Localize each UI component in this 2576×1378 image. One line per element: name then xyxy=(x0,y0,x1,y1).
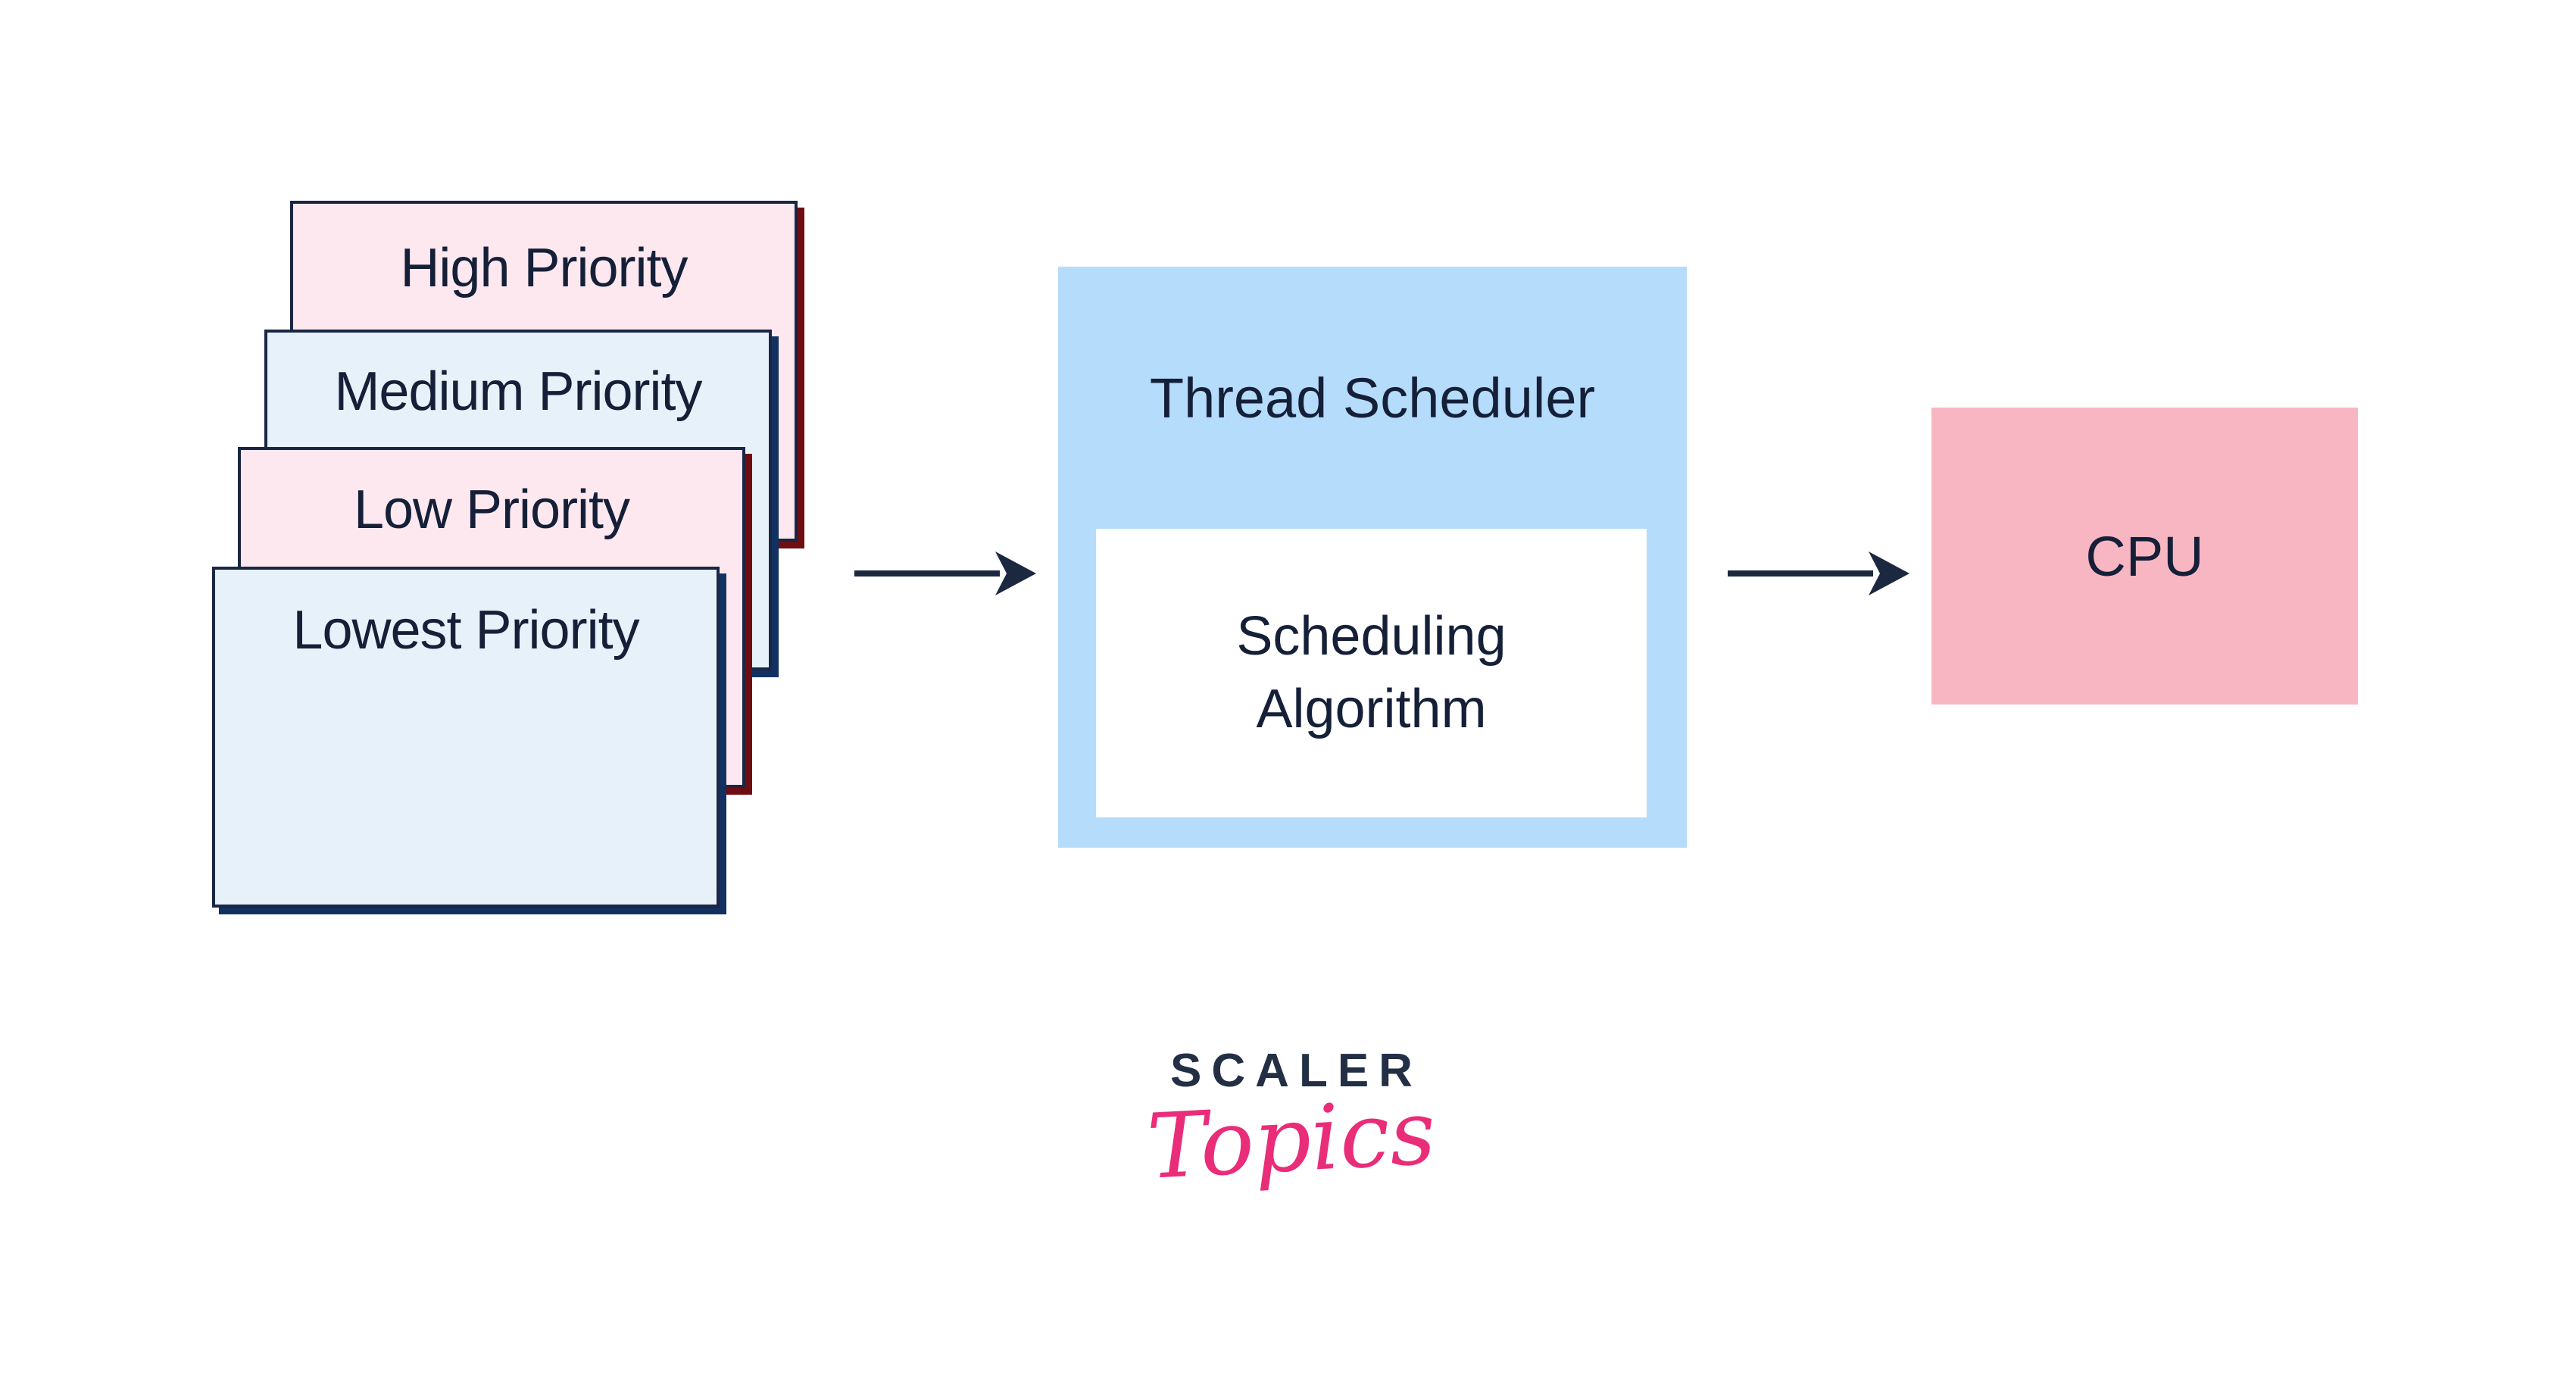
cpu-label: CPU xyxy=(2085,524,2204,588)
arrow-queues-to-scheduler-icon xyxy=(854,552,1036,595)
arrow-scheduler-to-cpu-icon xyxy=(1728,552,1909,595)
topics-wordmark: Topics xyxy=(1144,1080,1438,1199)
priority-card-medium-label: Medium Priority xyxy=(334,361,702,422)
scaler-wordmark: SCALER xyxy=(1170,1045,1422,1097)
scaler-topics-logo: SCALER Topics xyxy=(1091,1044,1492,1199)
scheduling-algorithm-line-1: Scheduling xyxy=(1236,606,1507,667)
thread-scheduler-title: Thread Scheduler xyxy=(1149,366,1596,430)
scheduling-algorithm-line-2: Algorithm xyxy=(1256,678,1487,739)
thread-scheduler-box: Thread Scheduler Scheduling Algorithm xyxy=(1058,267,1687,848)
scheduling-algorithm-box: Scheduling Algorithm xyxy=(1096,529,1647,817)
cpu-box: CPU xyxy=(1931,408,2358,705)
priority-card-lowest-label: Lowest Priority xyxy=(292,600,639,661)
priority-card-lowest: Lowest Priority xyxy=(212,567,720,908)
priority-card-high-label: High Priority xyxy=(400,238,688,298)
priority-card-low-label: Low Priority xyxy=(353,480,630,540)
